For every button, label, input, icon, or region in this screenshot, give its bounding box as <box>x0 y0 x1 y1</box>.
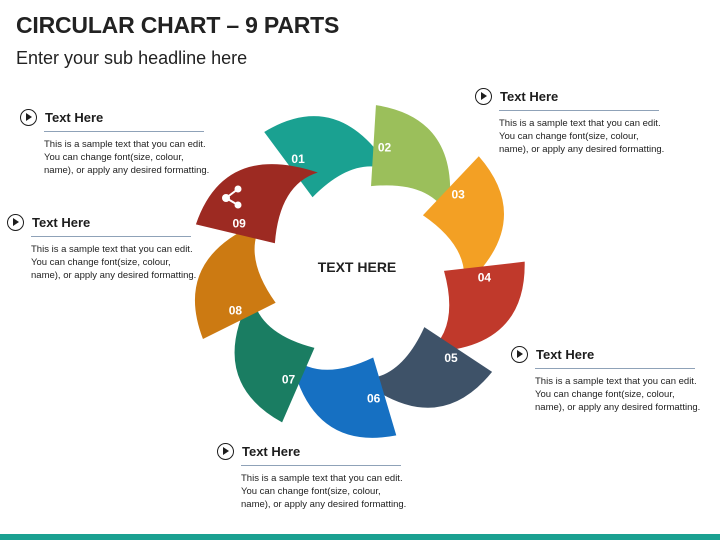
callout-line: name), or apply any desired formatting. <box>31 270 197 281</box>
chart-segment-06 <box>290 355 397 438</box>
callout-heading: Text Here <box>45 109 104 125</box>
callout-line: name), or apply any desired formatting. <box>241 499 407 510</box>
segment-label-04: 04 <box>478 271 492 285</box>
callout-line: You can change font(size, colour, <box>499 131 639 142</box>
play-icon <box>217 442 234 460</box>
share-icon <box>222 185 242 209</box>
callout-body: This is a sample text that you can edit.… <box>535 375 720 414</box>
callout-heading: Text Here <box>536 346 595 362</box>
segment-label-05: 05 <box>444 351 458 365</box>
callout-line: This is a sample text that you can edit. <box>535 376 697 387</box>
callout-divider <box>241 465 401 466</box>
callout-line: name), or apply any desired formatting. <box>535 402 701 413</box>
segment-label-08: 08 <box>229 303 243 317</box>
callout-heading: Text Here <box>32 214 91 230</box>
callout-line: This is a sample text that you can edit. <box>241 473 403 484</box>
segment-label-03: 03 <box>451 187 465 201</box>
chart-segment-03 <box>422 156 505 288</box>
segment-label-09: 09 <box>233 216 247 230</box>
play-icon <box>20 108 37 126</box>
callout-line: This is a sample text that you can edit. <box>31 244 193 255</box>
callout-line: You can change font(size, colour, <box>535 389 675 400</box>
callout-divider <box>535 368 695 369</box>
callout-middle-left: Text Here This is a sample text that you… <box>7 212 207 282</box>
page-subtitle: Enter your sub headline here <box>16 48 248 68</box>
callout-line: This is a sample text that you can edit. <box>499 118 661 129</box>
callout-divider <box>499 110 659 111</box>
center-label: TEXT HERE <box>318 259 397 275</box>
play-icon <box>7 213 24 231</box>
bottom-accent-bar <box>0 534 720 540</box>
callout-heading: Text Here <box>242 443 301 459</box>
play-icon <box>511 345 528 363</box>
callout-line: name), or apply any desired formatting. <box>499 144 665 155</box>
callout-body: This is a sample text that you can edit.… <box>499 117 689 156</box>
callout-body: This is a sample text that you can edit.… <box>44 138 234 177</box>
callout-line: You can change font(size, colour, <box>31 257 171 268</box>
callout-line: name), or apply any desired formatting. <box>44 165 210 176</box>
callout-divider <box>31 236 191 237</box>
callout-line: You can change font(size, colour, <box>241 486 381 497</box>
segment-label-02: 02 <box>378 141 392 155</box>
chart-segment-09 <box>195 164 318 244</box>
chart-segment-01 <box>264 116 391 198</box>
chart-segment-07 <box>234 293 315 423</box>
callout-body: This is a sample text that you can edit.… <box>241 472 431 511</box>
chart-segment-04 <box>427 261 525 353</box>
play-icon <box>475 87 492 105</box>
callout-heading: Text Here <box>500 88 559 104</box>
callout-bottom-right: Text Here This is a sample text that you… <box>511 344 711 414</box>
callout-divider <box>44 131 204 132</box>
segment-label-01: 01 <box>291 152 305 166</box>
page-title: CIRCULAR CHART – 9 PARTS <box>16 12 340 38</box>
segment-label-06: 06 <box>367 391 381 405</box>
callout-bottom-center: Text Here This is a sample text that you… <box>217 441 417 511</box>
chart-segment-02 <box>371 105 451 217</box>
callout-line: You can change font(size, colour, <box>44 152 184 163</box>
chart-segment-05 <box>359 327 493 408</box>
segment-label-07: 07 <box>282 373 296 387</box>
callout-top-left: Text Here This is a sample text that you… <box>20 107 220 177</box>
chart-segment-08 <box>194 220 276 340</box>
callout-body: This is a sample text that you can edit.… <box>31 243 221 282</box>
callout-line: This is a sample text that you can edit. <box>44 139 206 150</box>
callout-top-right: Text Here This is a sample text that you… <box>475 86 675 156</box>
